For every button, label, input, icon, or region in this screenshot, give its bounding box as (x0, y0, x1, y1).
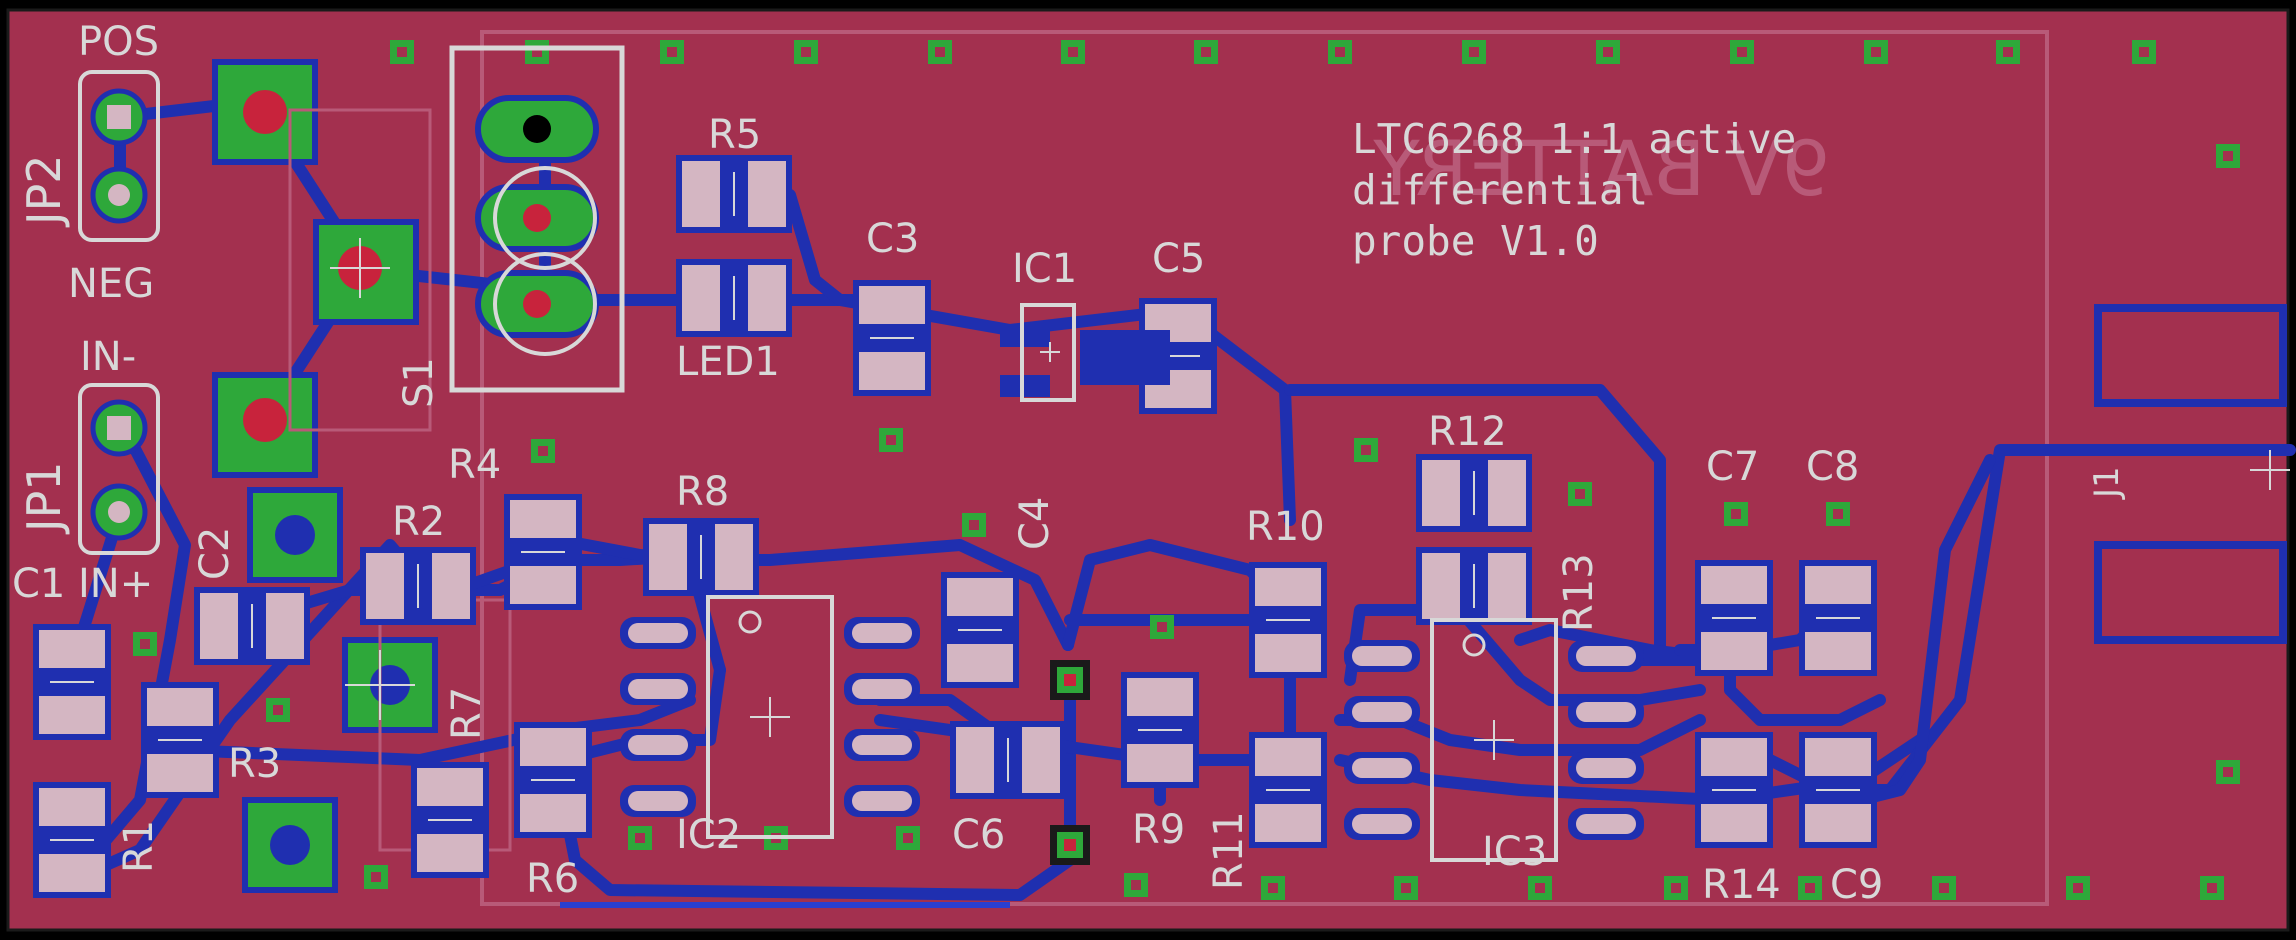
footprint-ic2 (620, 595, 920, 839)
smd-r4 (504, 494, 582, 610)
smd-c6 (950, 721, 1066, 799)
smd-c2 (194, 587, 310, 665)
label-s1: S1 (396, 357, 442, 408)
smd-c4 (941, 572, 1019, 688)
label-r7: R7 (444, 687, 490, 740)
label-c1: C1 (12, 561, 65, 607)
silkscreen-labels: POS NEG IN- IN+ JP2 JP1 S1 R5 LED1 C3 IC… (12, 19, 2127, 908)
title-line-1: LTC6268 1:1 active (1352, 115, 1796, 163)
label-r10: R10 (1246, 504, 1325, 550)
smd-r1 (33, 782, 111, 898)
label-r6: R6 (526, 856, 579, 902)
smd-c7 (1695, 560, 1773, 676)
label-ic3: IC3 (1482, 829, 1547, 875)
smd-led1 (676, 259, 792, 337)
smd-r12 (1416, 454, 1532, 532)
smd-components (33, 155, 1877, 898)
label-neg: NEG (68, 261, 154, 307)
smd-r7 (411, 762, 489, 878)
label-pos: POS (78, 19, 159, 65)
battery-mirrored-label: 9V BATTERY (1373, 124, 1830, 213)
switch-s1 (449, 45, 625, 393)
label-r14: R14 (1702, 862, 1781, 908)
label-c7: C7 (1706, 444, 1759, 490)
board-title: LTC6268 1:1 active differential probe V1… (1352, 115, 1796, 265)
label-r3: R3 (228, 741, 281, 787)
via-grid (133, 40, 2240, 900)
smd-c8 (1799, 560, 1877, 676)
smd-c3 (853, 280, 931, 396)
label-c2: C2 (192, 527, 238, 580)
svg-text:9V BATTERY: 9V BATTERY (1373, 124, 1830, 213)
battery-terminals (212, 59, 419, 478)
label-c4: C4 (1012, 497, 1058, 550)
smd-c5 (1139, 298, 1217, 414)
smd-r11 (1249, 732, 1327, 848)
smd-r10 (1249, 562, 1327, 678)
origin-markers (330, 238, 2290, 720)
label-r8: R8 (676, 469, 729, 515)
smd-r8 (643, 518, 759, 596)
jumper-jp1 (78, 383, 160, 555)
footprint-ic1 (1000, 303, 1170, 402)
smd-r5 (676, 155, 792, 233)
label-ic2: IC2 (676, 812, 741, 858)
label-r5: R5 (708, 112, 761, 158)
label-j1: J1 (2087, 466, 2127, 500)
board-substrate (6, 8, 2290, 932)
label-r13: R13 (1556, 553, 1602, 632)
battery-outline (480, 30, 2049, 906)
label-c8: C8 (1806, 444, 1859, 490)
smd-r13 (1416, 547, 1532, 625)
label-r1: R1 (116, 820, 162, 873)
label-led1: LED1 (676, 339, 780, 385)
label-r11: R11 (1206, 811, 1252, 890)
label-c9: C9 (1830, 862, 1883, 908)
smd-r2 (360, 547, 476, 625)
label-c5: C5 (1152, 236, 1205, 282)
label-c6: C6 (952, 812, 1005, 858)
smd-r14 (1695, 732, 1773, 848)
smd-r9 (1121, 672, 1199, 788)
label-r4: R4 (448, 442, 501, 488)
smd-c9 (1799, 732, 1877, 848)
title-line-2: differential (1352, 166, 1648, 214)
label-r2: R2 (392, 499, 445, 545)
label-jp2: JP2 (17, 154, 71, 228)
label-r12: R12 (1428, 409, 1507, 455)
label-in-plus: IN+ (78, 561, 153, 607)
label-r9: R9 (1132, 807, 1185, 853)
title-line-3: probe V1.0 (1352, 217, 1599, 265)
label-jp1: JP1 (17, 461, 71, 535)
smd-c1 (33, 624, 111, 740)
label-in-minus: IN- (80, 334, 136, 380)
footprint-ic3 (1344, 618, 1644, 862)
label-c3: C3 (866, 216, 919, 262)
jumper-jp2 (78, 70, 160, 242)
smd-r6 (514, 722, 592, 838)
ic-footprints (620, 303, 1644, 865)
smd-r3 (141, 682, 219, 798)
trimmer-pot-pads (242, 487, 438, 893)
label-ic1: IC1 (1012, 246, 1077, 292)
j1-connector-pads (2094, 304, 2287, 644)
